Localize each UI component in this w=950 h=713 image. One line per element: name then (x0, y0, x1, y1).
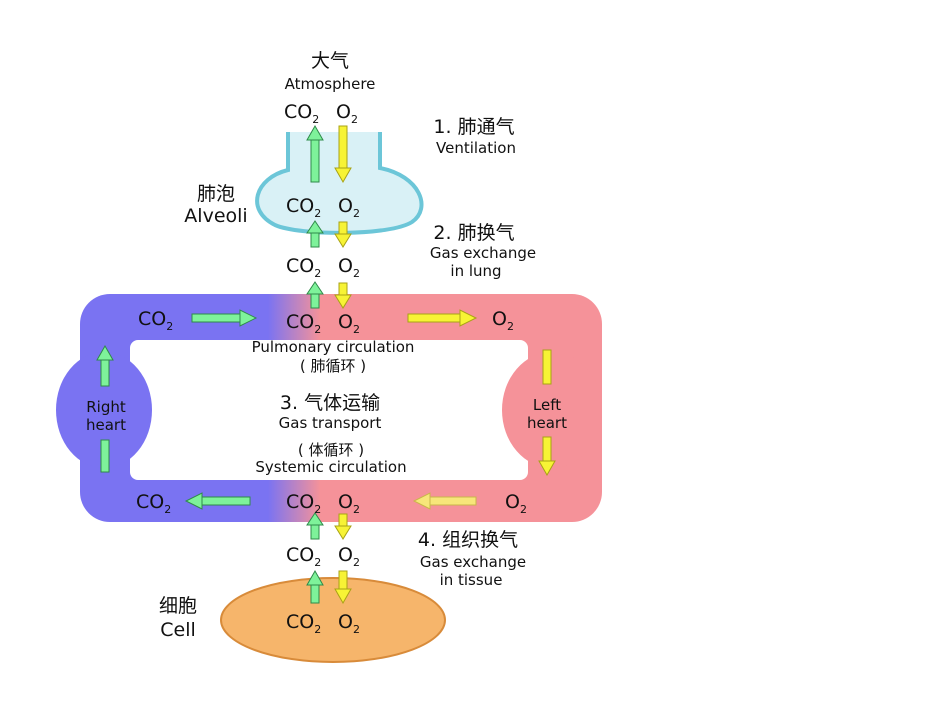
step-3-zh: 3. 气体运输 (280, 392, 380, 414)
cell-zh: 细胞 (159, 595, 197, 617)
co2-up-arrow-5 (306, 569, 324, 604)
systemic-circulation-en: Systemic circulation (255, 458, 406, 476)
co2-up-arrow-3 (306, 281, 324, 309)
atmosphere-en: Atmosphere (285, 75, 376, 93)
o2-label: O2 (505, 491, 527, 516)
right-heart-up-arrow-bottom (100, 439, 110, 473)
structure-labels: 大气 Atmosphere 肺泡 Alveoli 细胞 Cell Right h… (86, 50, 567, 641)
step-4-en-1: Gas exchange (420, 553, 526, 571)
co2-right-arrow (191, 309, 258, 327)
co2-label: CO2 (286, 311, 321, 336)
pulmonary-circulation-zh: ( 肺循环 ) (300, 357, 366, 375)
left-heart-chamber (502, 352, 602, 468)
co2-label: CO2 (136, 491, 171, 516)
left-heart-down-arrow-bottom (538, 436, 556, 477)
alveoli-en: Alveoli (184, 205, 247, 227)
co2-label: CO2 (286, 491, 321, 516)
arrows-horizontal (184, 309, 478, 510)
o2-label: O2 (338, 491, 360, 516)
systemic-circulation-zh: ( 体循环 ) (298, 441, 364, 459)
vessel-loop (56, 294, 602, 522)
co2-label: CO2 (286, 544, 321, 569)
co2-up-arrow-4 (306, 512, 324, 540)
co2-label: CO2 (138, 308, 173, 333)
right-heart-label-2: heart (86, 416, 126, 434)
atmosphere-zh: 大气 (311, 50, 349, 72)
o2-label: O2 (338, 311, 360, 336)
step-1-en: Ventilation (436, 139, 516, 157)
right-heart-up-arrow-top (96, 344, 114, 387)
step-4-zh: 4. 组织换气 (418, 529, 518, 551)
step-1-zh: 1. 肺通气 (433, 116, 514, 138)
co2-left-arrow (184, 492, 251, 510)
o2-label: O2 (492, 308, 514, 333)
step-3-en: Gas transport (279, 414, 382, 432)
pulmonary-circulation-en: Pulmonary circulation (252, 338, 415, 356)
step-2-en-2: in lung (450, 262, 501, 280)
o2-label: O2 (338, 544, 360, 569)
o2-down-arrow-5 (334, 570, 352, 605)
step-2-en-1: Gas exchange (430, 244, 536, 262)
o2-down-arrow-1 (334, 125, 352, 184)
o2-down-arrow-2 (334, 221, 352, 248)
vessel-inner (130, 340, 528, 480)
cell-shape (220, 577, 446, 663)
o2-label: O2 (336, 101, 358, 126)
step-labels: 1. 肺通气 Ventilation 2. 肺换气 Gas exchange i… (279, 116, 536, 589)
co2-label: CO2 (284, 101, 319, 126)
o2-label: O2 (338, 611, 360, 636)
cell-en: Cell (160, 619, 196, 641)
o2-label: O2 (338, 255, 360, 280)
left-heart-label-1: Left (533, 396, 561, 414)
o2-right-arrow (407, 309, 478, 327)
arrows-vertical (96, 124, 556, 605)
o2-down-arrow-3 (334, 282, 352, 309)
o2-left-arrow (412, 492, 477, 510)
alveoli-shape (255, 132, 424, 235)
right-heart-chamber (56, 352, 152, 468)
left-heart-label-2: heart (527, 414, 567, 432)
alveoli-zh: 肺泡 (197, 183, 235, 205)
right-heart-label-1: Right (86, 398, 126, 416)
co2-label: CO2 (286, 195, 321, 220)
left-heart-down-arrow-top (542, 349, 552, 385)
step-2-zh: 2. 肺换气 (433, 222, 514, 244)
co2-label: CO2 (286, 611, 321, 636)
co2-up-arrow-2 (306, 220, 324, 248)
step-4-en-2: in tissue (440, 571, 503, 589)
o2-label: O2 (338, 195, 360, 220)
circulation-labels: Pulmonary circulation ( 肺循环 ) ( 体循环 ) Sy… (252, 338, 415, 476)
o2-down-arrow-4 (334, 513, 352, 540)
co2-label: CO2 (286, 255, 321, 280)
gas-labels: CO2 O2 CO2 O2 CO2 O2 CO2 CO2 O2 O2 CO2 C… (136, 101, 527, 636)
co2-up-arrow-1 (306, 124, 324, 183)
